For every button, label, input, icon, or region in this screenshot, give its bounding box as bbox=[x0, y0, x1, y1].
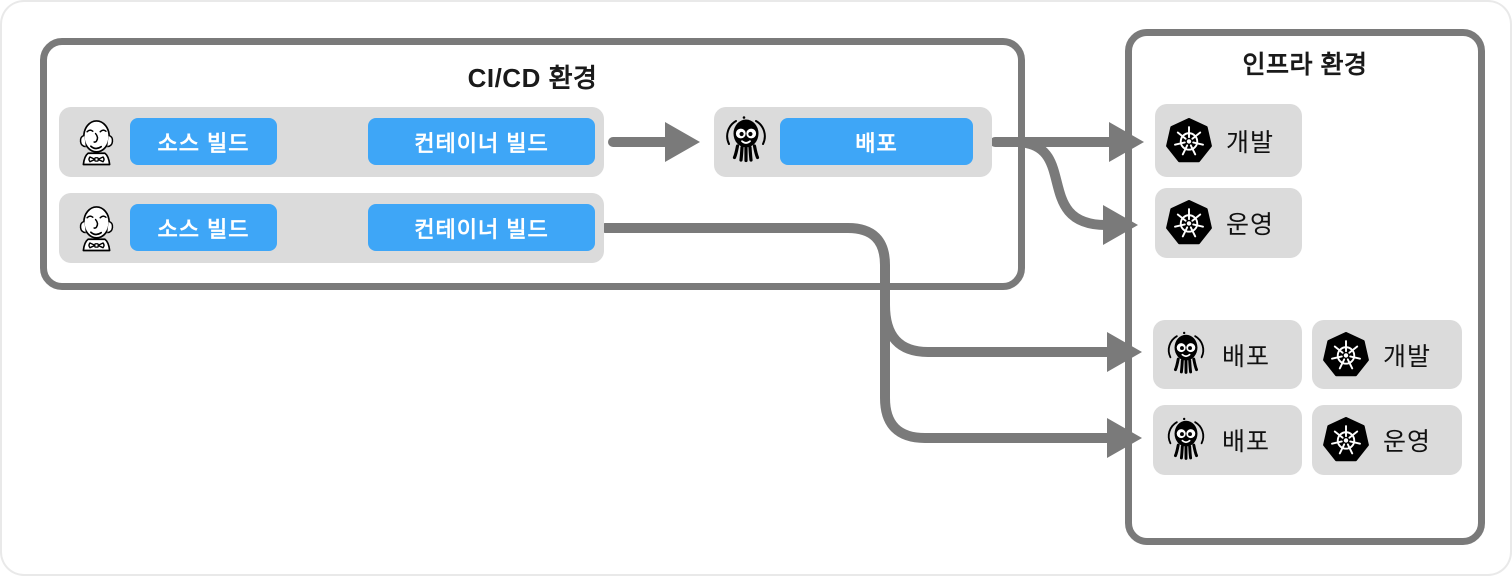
jenkins-icon bbox=[74, 115, 119, 169]
argocd-octopus-icon bbox=[1164, 328, 1208, 381]
bottom-dev-cluster-label: 개발 bbox=[1383, 342, 1432, 371]
deploy-button-row1: 배포 bbox=[780, 118, 973, 165]
kubernetes-icon bbox=[1323, 332, 1369, 378]
infra-panel-title: 인프라 환경 bbox=[1242, 51, 1368, 79]
infra-dev-cluster-box: 개발 bbox=[1155, 104, 1302, 177]
dev-deploy-label: 배포 bbox=[1222, 342, 1271, 371]
source-build-button-row2: 소스 빌드 bbox=[130, 204, 277, 251]
kubernetes-icon bbox=[1166, 118, 1212, 164]
dev-cluster-label: 개발 bbox=[1226, 128, 1275, 157]
container-build-button-row1: 컨테이너 빌드 bbox=[368, 118, 595, 165]
infra-dev-deploy-box: 배포 bbox=[1153, 320, 1302, 389]
infra-ops-deploy-box: 배포 bbox=[1153, 405, 1302, 475]
source-build-button-row1: 소스 빌드 bbox=[130, 118, 277, 165]
cicd-panel-title: CI/CD 환경 bbox=[467, 63, 598, 93]
bottom-ops-cluster-label: 운영 bbox=[1383, 428, 1432, 456]
ops-cluster-label: 운영 bbox=[1226, 211, 1275, 239]
arrow-deploy-to-ops-cluster bbox=[1021, 138, 1138, 245]
container-build-button-row2: 컨테이너 빌드 bbox=[368, 204, 595, 251]
argocd-octopus-icon bbox=[1164, 414, 1208, 467]
infra-ops-cluster-box: 운영 bbox=[1155, 188, 1302, 258]
jenkins-icon bbox=[74, 201, 119, 255]
argocd-octopus-icon bbox=[722, 112, 770, 170]
infra-bottom-ops-cluster-box: 운영 bbox=[1312, 405, 1462, 475]
arrow-row2-to-dev-deploy bbox=[880, 300, 1142, 372]
kubernetes-icon bbox=[1166, 200, 1212, 246]
kubernetes-icon bbox=[1323, 417, 1369, 463]
ops-deploy-label: 배포 bbox=[1222, 428, 1271, 456]
infra-bottom-dev-cluster-box: 개발 bbox=[1312, 320, 1462, 389]
